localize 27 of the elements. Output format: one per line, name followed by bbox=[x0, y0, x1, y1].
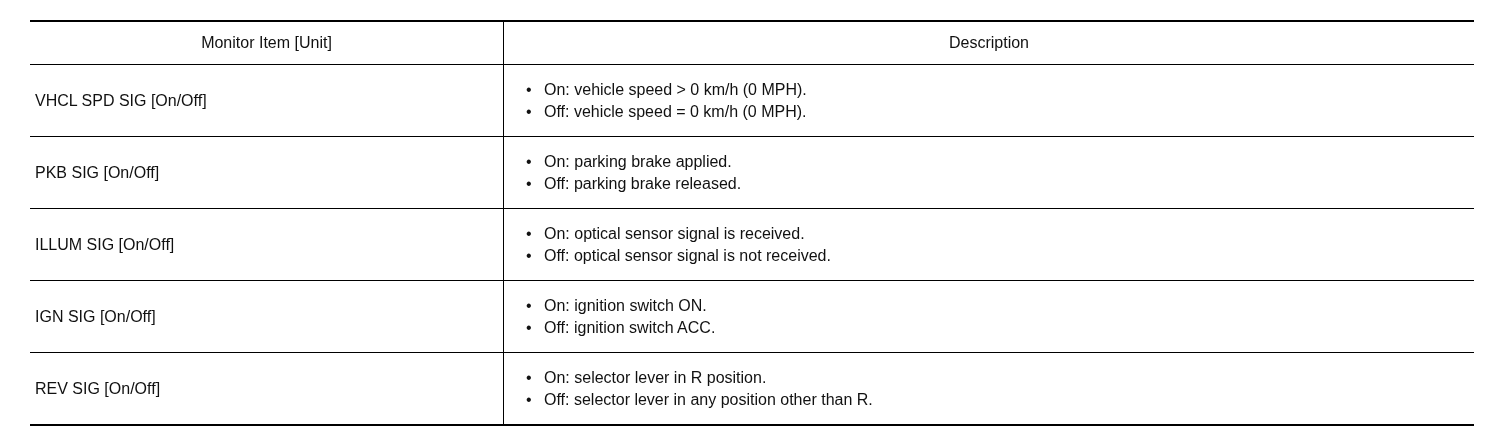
description-item: On: parking brake applied. bbox=[544, 151, 732, 172]
bullet-marker: • bbox=[526, 367, 533, 388]
description-item: Off: selector lever in any position other than R. bbox=[544, 389, 873, 410]
bullet-marker: • bbox=[526, 101, 533, 122]
column-header: Description bbox=[503, 21, 1474, 65]
description-item: On: selector lever in R position. bbox=[544, 367, 767, 388]
bullet-marker: • bbox=[526, 245, 533, 266]
description-item: Off: optical sensor signal is not received. bbox=[544, 245, 831, 266]
column-header: Monitor Item [Unit] bbox=[30, 21, 504, 65]
description-item: On: vehicle speed > 0 km/h (0 MPH). bbox=[544, 79, 807, 100]
description-item: On: optical sensor signal is received. bbox=[544, 223, 805, 244]
bullet-marker: • bbox=[526, 151, 533, 172]
bullet-marker: • bbox=[526, 317, 533, 338]
monitor-item: ILLUM SIG [On/Off] bbox=[35, 235, 175, 253]
monitor-item: VHCL SPD SIG [On/Off] bbox=[35, 91, 207, 109]
bullet-marker: • bbox=[526, 295, 533, 316]
description-item: Off: ignition switch ACC. bbox=[544, 317, 716, 338]
monitor-item: PKB SIG [On/Off] bbox=[35, 163, 160, 181]
bullet-marker: • bbox=[526, 79, 533, 100]
bullet-marker: • bbox=[526, 389, 533, 410]
bullet-marker: • bbox=[526, 223, 533, 244]
bullet-marker: • bbox=[526, 173, 533, 194]
description-item: On: ignition switch ON. bbox=[544, 295, 707, 316]
monitor-item: IGN SIG [On/Off] bbox=[35, 307, 156, 325]
monitor-item: REV SIG [On/Off] bbox=[35, 379, 161, 397]
description-item: Off: vehicle speed = 0 km/h (0 MPH). bbox=[544, 101, 807, 122]
description-item: Off: parking brake released. bbox=[544, 173, 742, 194]
